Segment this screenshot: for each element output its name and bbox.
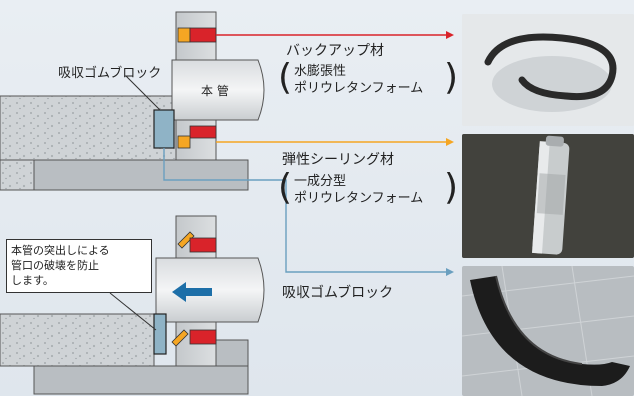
lower-floor — [33, 365, 249, 395]
sealant-arrowhead — [446, 138, 454, 146]
sealant-photo — [462, 134, 634, 258]
callout-line-1: 本管の突出しによる — [11, 244, 110, 257]
callout-line-3: します。 — [11, 274, 54, 287]
lower-rubber-block — [153, 313, 167, 355]
lower-section — [0, 215, 265, 395]
upper-top-orange-seal — [177, 27, 191, 43]
sealant-sub1: 一成分型 — [294, 174, 347, 189]
lower-bottom-red-seal — [189, 329, 217, 345]
upper-pipe — [171, 59, 265, 121]
sealant-label: 弾性シーリング材 — [282, 152, 394, 168]
lower-bottom-orange-seal — [171, 329, 189, 347]
upper-concrete-bed — [0, 95, 177, 161]
lower-concrete-bed — [0, 313, 155, 367]
pipe-label: 本 管 — [201, 84, 229, 98]
sealant-image — [462, 134, 634, 258]
backup-arrowhead — [446, 31, 454, 39]
upper-section — [0, 11, 454, 276]
upper-floor — [33, 159, 249, 191]
sealant-bracket-right: ) — [444, 167, 459, 208]
backup-bracket-left: ( — [278, 57, 293, 98]
callout-line-2: 管口の破壊を防止 — [11, 259, 99, 272]
absorb-leader — [163, 148, 446, 273]
lower-top-red-seal — [189, 237, 217, 253]
lower-top-orange-seal — [177, 231, 195, 249]
rubber-block-label: 吸収ゴムブロック — [58, 66, 162, 81]
sealant-bracket-left: ( — [278, 167, 293, 208]
backup-material-image — [462, 14, 634, 126]
upper-block-leader — [125, 75, 161, 111]
backup-bracket-right: ) — [444, 57, 459, 98]
lower-floor-right — [215, 339, 249, 367]
push-arrow-icon — [172, 282, 212, 302]
sealant-sub2: ポリウレタンフォーム — [294, 191, 424, 206]
upper-bottom-red-seal — [189, 125, 217, 139]
backup-sub2: ポリウレタンフォーム — [294, 81, 424, 96]
rubber-block-photo — [462, 266, 634, 396]
backup-sub1: 水膨張性 — [294, 64, 347, 79]
upper-bottom-orange-seal — [177, 135, 191, 149]
callout-box: 本管の突出しによる 管口の破壊を防止 します。 — [6, 239, 152, 293]
upper-rubber-block — [153, 109, 175, 149]
backup-label: バックアップ材 — [286, 43, 384, 59]
rubber-block-image — [462, 266, 634, 396]
callout-pointer — [109, 292, 157, 331]
absorb-label: 吸収ゴムブロック — [282, 285, 394, 301]
absorb-arrowhead — [446, 268, 454, 276]
upper-top-red-seal — [189, 27, 217, 43]
backup-material-photo — [462, 14, 634, 126]
